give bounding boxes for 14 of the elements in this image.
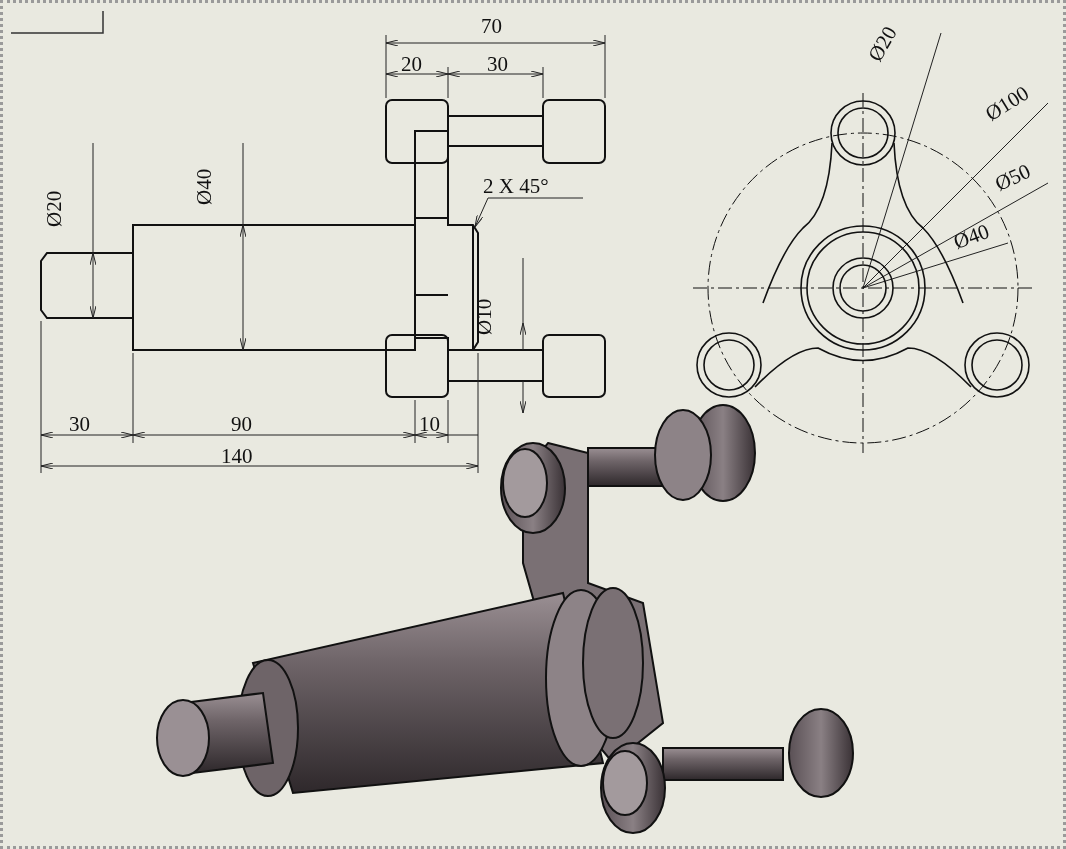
dimension-text: Ø40: [950, 219, 992, 253]
dimension-text: 2 X 45°: [483, 175, 549, 197]
dimension-text: Ø50: [991, 159, 1034, 195]
dimension-text: 20: [401, 53, 422, 75]
dimension-text: Ø40: [193, 168, 215, 205]
dimension-text: 140: [221, 445, 253, 467]
dimension-text: Ø20: [863, 22, 902, 65]
dimension-text: Ø100: [981, 81, 1033, 125]
dimension-text: 90: [231, 413, 252, 435]
dimension-text: 30: [69, 413, 90, 435]
dimension-text: 30: [487, 53, 508, 75]
dimension-text: Ø20: [43, 190, 65, 227]
dimension-text: 10: [419, 413, 440, 435]
dimension-text: 70: [481, 15, 502, 37]
